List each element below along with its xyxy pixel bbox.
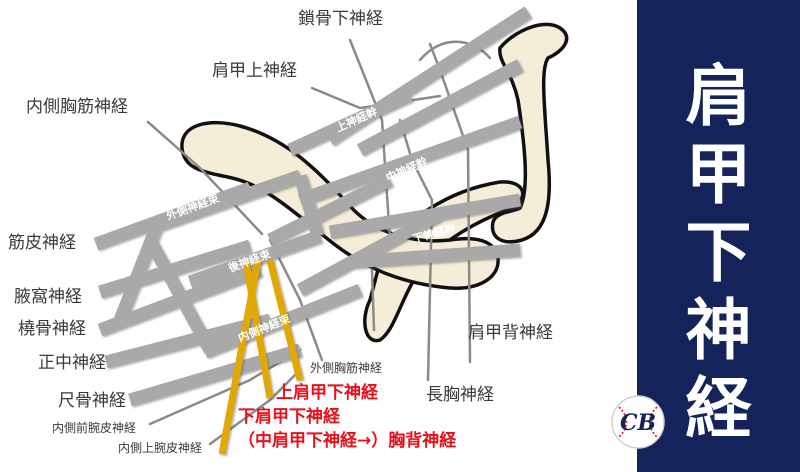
long-thoracic-nerve-line [398, 118, 434, 382]
label-medial-brachial: 内側上腕皮神経 [118, 440, 202, 455]
division-2 [296, 208, 444, 296]
label-ulnar: 尺骨神経 [58, 391, 126, 411]
title-char: 下 [685, 214, 752, 291]
nerve-labels: 鎖骨下神経 肩甲上神経 内側胸筋神経 筋皮神経 腋窩神経 橈骨神経 正中神経 尺… [8, 9, 553, 455]
subscapular-nerves-highlight [218, 259, 304, 455]
plexus-nerves [93, 6, 532, 407]
label-medial-antebrachial: 内側前腕皮神経 [52, 420, 136, 435]
title-char: 甲 [685, 136, 752, 213]
label-lower-subscapular: 下肩甲下神経 [238, 406, 341, 427]
musculocutaneous-bar [93, 181, 253, 251]
division-1 [267, 174, 393, 246]
long-thoracic-root-line [370, 268, 376, 332]
label-axillary: 腋窩神経 [14, 287, 82, 307]
subclavius-nerve-line [348, 38, 392, 242]
posterior-cord-bar [187, 229, 323, 289]
upper-trunk-bar [287, 89, 413, 156]
svg-text:CB: CB [620, 410, 656, 436]
title-char: 肩 [685, 58, 752, 135]
thoracodorsal-line [242, 261, 274, 399]
root-c6 [356, 59, 524, 156]
brachial-plexus-diagram: 上神経幹 中神経幹 下神経幹 外側神経束 後神経束 内側神経束 鎖骨下神経 肩甲… [8, 6, 569, 455]
scapula-bone [490, 22, 569, 244]
page-title: 肩甲下神経 [637, 58, 800, 448]
label-subclavius: 鎖骨下神経 [298, 9, 383, 29]
medial-pectoral-nerve-line [146, 120, 264, 236]
cord-connector-3 [293, 174, 325, 238]
cord-connector-2 [144, 236, 216, 354]
label-median: 正中神経 [38, 353, 106, 373]
label-musculocutaneous: 筋皮神経 [8, 233, 76, 253]
baseball-cb-logo: CB [611, 395, 665, 449]
lateral-pectoral-nerve-line [268, 238, 324, 362]
root-t1 [349, 243, 521, 269]
title-char: 神 [685, 292, 752, 369]
label-dorsal-scapular: 肩甲背神経 [468, 323, 553, 343]
lower-subscapular-line [266, 259, 304, 381]
label-suprascapular: 肩甲上神経 [212, 61, 297, 81]
subscapular-arc-line [418, 40, 492, 62]
label-medial-pectoral: 内側胸筋神経 [26, 97, 128, 117]
label-upper-subscapular: 上肩甲下神経 [276, 382, 379, 403]
axillary-bar [98, 239, 252, 299]
title-sidebar: 肩甲下神経 [637, 0, 800, 472]
ulnar-bar [128, 343, 302, 407]
title-char: 経 [685, 370, 752, 447]
label-lateral-pectoral: 外側胸筋神経 [310, 360, 382, 375]
suprascapular-nerve-line [310, 86, 442, 110]
label-thoracodorsal: （中肩甲下神経→）胸背神経 [238, 430, 457, 451]
label-radial: 橈骨神経 [18, 319, 86, 339]
root-c7 [297, 115, 523, 207]
label-long-thoracic: 長胸神経 [426, 385, 494, 405]
